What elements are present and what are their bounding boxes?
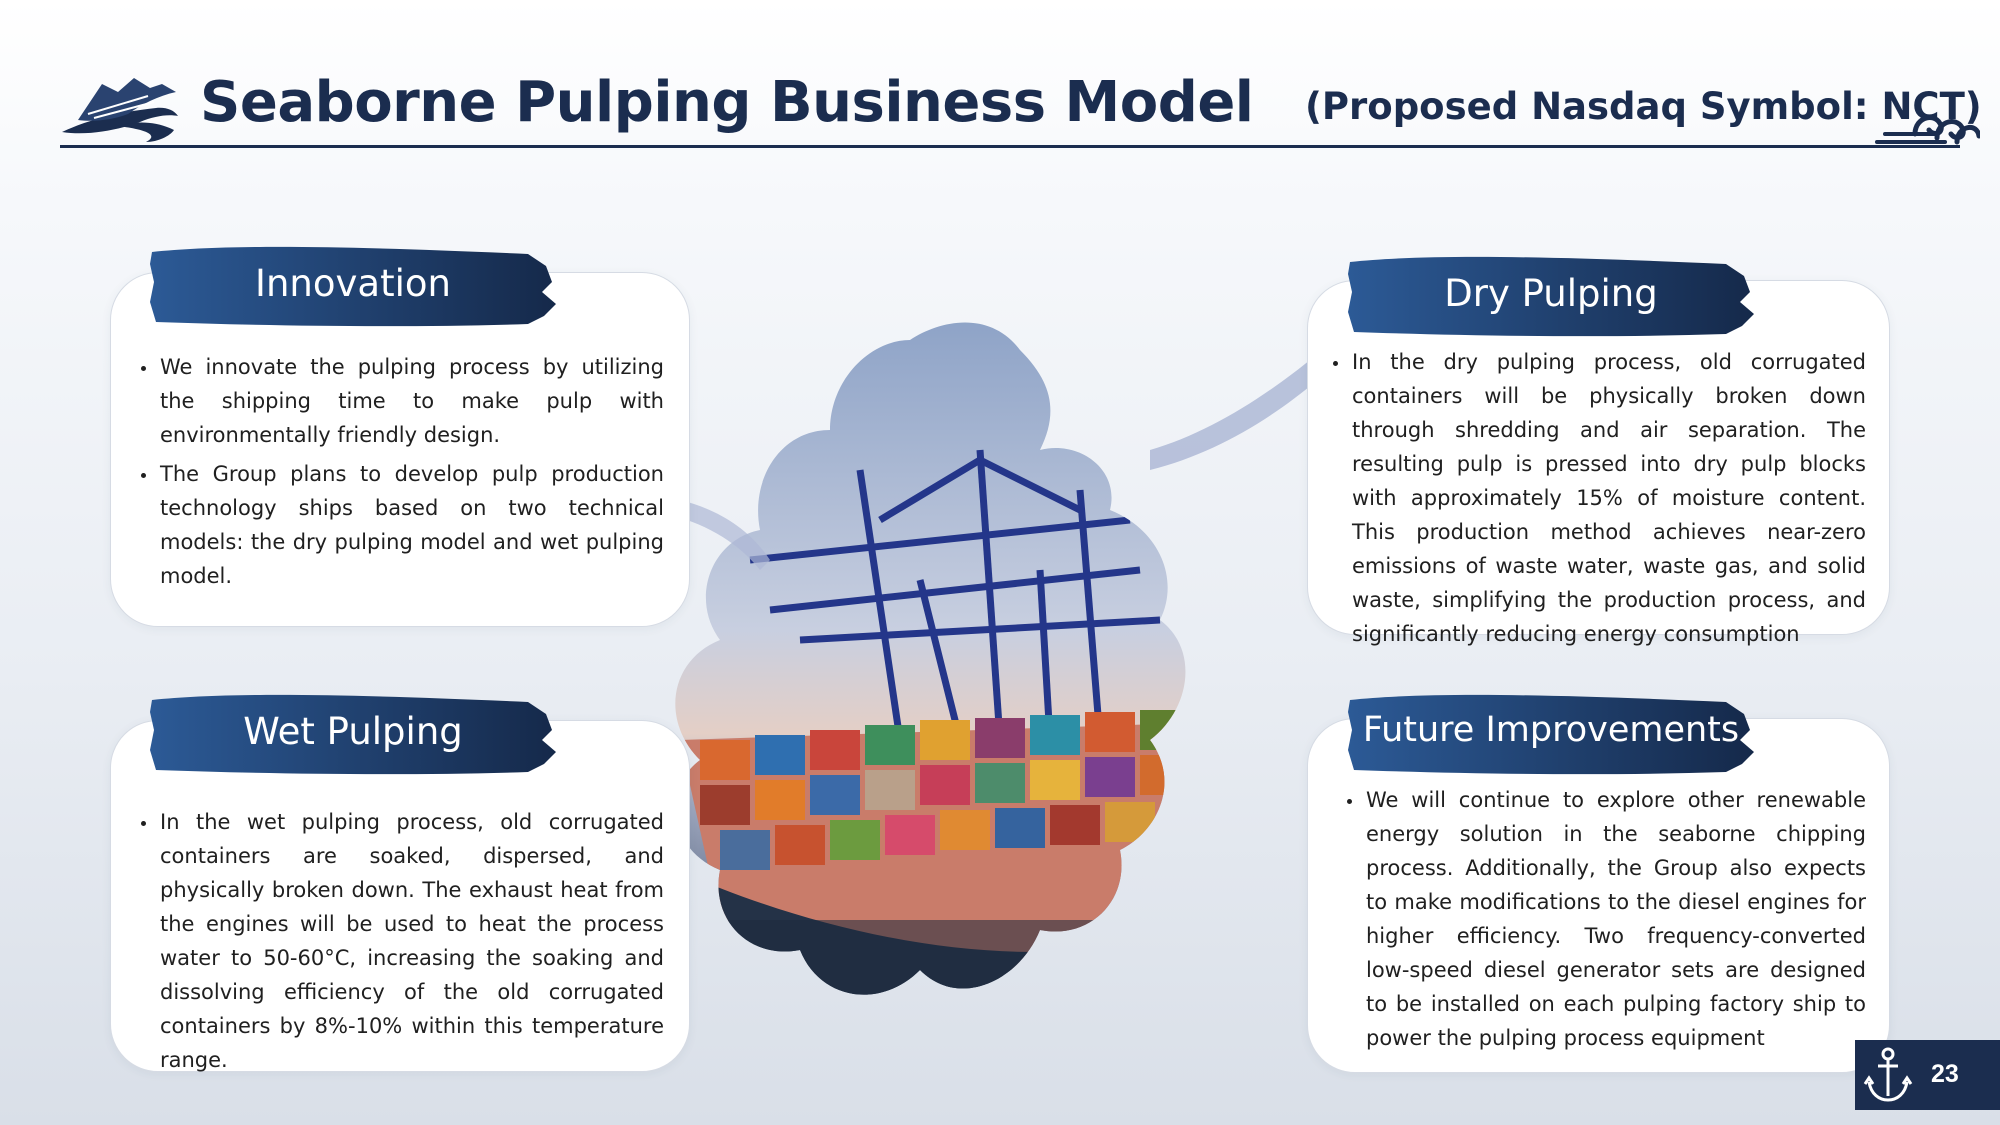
dry-pulping-heading-banner: Dry Pulping <box>1346 252 1756 340</box>
brush-stroke-shape <box>1348 256 1754 337</box>
list-item: We innovate the pulping process by utili… <box>158 350 664 452</box>
wet-pulping-heading-banner: Wet Pulping <box>148 690 558 778</box>
innovation-card <box>110 272 690 627</box>
header-divider <box>60 145 1960 148</box>
wave-icon <box>1875 115 1980 145</box>
future-improvements-heading: Future Improvements <box>1362 710 1740 750</box>
dry-pulping-card <box>1307 280 1890 635</box>
dry-pulping-text: In the dry pulping process, old corrugat… <box>1324 345 1866 656</box>
dry-pulping-heading: Dry Pulping <box>1444 272 1658 315</box>
future-improvements-heading-banner: Future Improvements <box>1346 690 1756 778</box>
container-ship-image <box>675 322 1186 995</box>
connector-swoosh <box>670 330 1350 570</box>
wet-pulping-text: In the wet pulping process, old corrugat… <box>132 805 664 1082</box>
list-item: The Group plans to develop pulp producti… <box>158 457 664 593</box>
brush-stroke-shape <box>1348 694 1754 775</box>
list-item: In the wet pulping process, old corrugat… <box>158 805 664 1077</box>
page-number-box: 23 <box>1855 1040 2000 1110</box>
nasdaq-symbol: (Proposed Nasdaq Symbol: NCT) <box>1305 85 1982 128</box>
brush-stroke-shape <box>150 246 556 327</box>
page-number: 23 <box>1931 1060 1959 1088</box>
list-item: We will continue to explore other renewa… <box>1364 783 1866 1055</box>
anchor-icon <box>1863 1047 1913 1102</box>
innovation-heading: Innovation <box>255 262 451 305</box>
wet-pulping-card <box>110 720 690 1072</box>
brush-stroke-shape <box>150 694 556 775</box>
page-title: Seaborne Pulping Business Model <box>200 70 1254 135</box>
innovation-heading-banner: Innovation <box>148 242 558 330</box>
list-item: In the dry pulping process, old corrugat… <box>1350 345 1866 651</box>
innovation-text: We innovate the pulping process by utili… <box>132 350 664 598</box>
wet-pulping-heading: Wet Pulping <box>243 710 463 753</box>
ship-icon <box>62 78 178 142</box>
future-improvements-text: We will continue to explore other renewa… <box>1338 783 1866 1060</box>
